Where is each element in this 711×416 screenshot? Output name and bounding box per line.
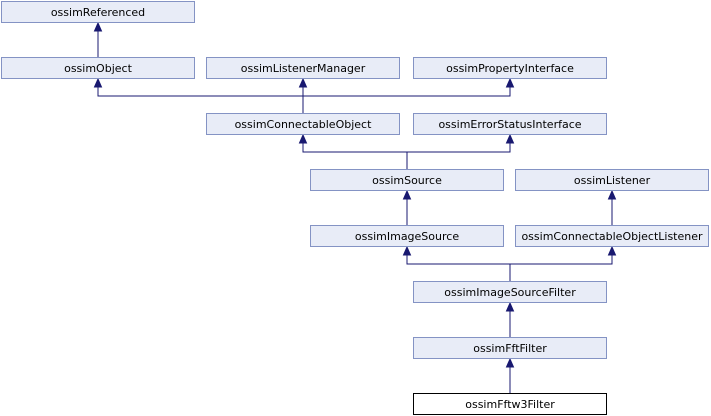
class-node-label: ossimPropertyInterface bbox=[446, 62, 574, 75]
class-node-label: ossimListenerManager bbox=[241, 62, 366, 75]
class-node-box bbox=[413, 281, 607, 303]
class-node-label: ossimErrorStatusInterface bbox=[438, 118, 581, 131]
class-node[interactable]: ossimSource bbox=[310, 169, 504, 191]
class-node-box bbox=[206, 57, 400, 79]
class-node-label: ossimObject bbox=[64, 62, 132, 75]
class-node-label: ossimConnectableObject bbox=[235, 118, 373, 131]
class-node-label: ossimFftw3Filter bbox=[465, 398, 555, 411]
class-node[interactable]: ossimListenerManager bbox=[206, 57, 400, 79]
class-node-label: ossimImageSource bbox=[355, 230, 459, 243]
class-node-label: ossimListener bbox=[574, 174, 651, 187]
class-node-box bbox=[1, 1, 195, 23]
inheritance-edge bbox=[407, 247, 511, 281]
inheritance-edge bbox=[303, 135, 408, 169]
inheritance-edge bbox=[302, 79, 510, 113]
class-node-box bbox=[413, 393, 607, 415]
class-node[interactable]: ossimObject bbox=[1, 57, 195, 79]
class-node-box bbox=[413, 337, 607, 359]
class-node-box bbox=[206, 113, 400, 135]
class-node[interactable]: ossimConnectableObject bbox=[206, 113, 400, 135]
class-node[interactable]: ossimFftFilter bbox=[413, 337, 607, 359]
class-node[interactable]: ossimPropertyInterface bbox=[413, 57, 607, 79]
class-node-label: ossimSource bbox=[372, 174, 442, 187]
class-node-label: ossimFftFilter bbox=[473, 342, 547, 355]
class-node-label: ossimReferenced bbox=[51, 6, 145, 19]
class-node-box bbox=[515, 225, 709, 247]
class-node: ossimFftw3Filter bbox=[413, 393, 607, 415]
class-node-box bbox=[310, 169, 504, 191]
edges-layer bbox=[98, 23, 612, 393]
class-node[interactable]: ossimImageSourceFilter bbox=[413, 281, 607, 303]
class-node-box bbox=[413, 113, 607, 135]
class-node-box bbox=[1, 57, 195, 79]
class-node[interactable]: ossimImageSource bbox=[310, 225, 504, 247]
inheritance-edge bbox=[98, 79, 304, 113]
class-node-label: ossimConnectableObjectListener bbox=[521, 230, 703, 243]
inheritance-edge bbox=[406, 135, 510, 169]
class-node-box bbox=[310, 225, 504, 247]
class-node[interactable]: ossimReferenced bbox=[1, 1, 195, 23]
class-node[interactable]: ossimConnectableObjectListener bbox=[515, 225, 709, 247]
class-node-box bbox=[515, 169, 709, 191]
class-node-box bbox=[413, 57, 607, 79]
class-node[interactable]: ossimErrorStatusInterface bbox=[413, 113, 607, 135]
inheritance-edge bbox=[509, 247, 612, 281]
class-node[interactable]: ossimListener bbox=[515, 169, 709, 191]
class-node-label: ossimImageSourceFilter bbox=[444, 286, 576, 299]
